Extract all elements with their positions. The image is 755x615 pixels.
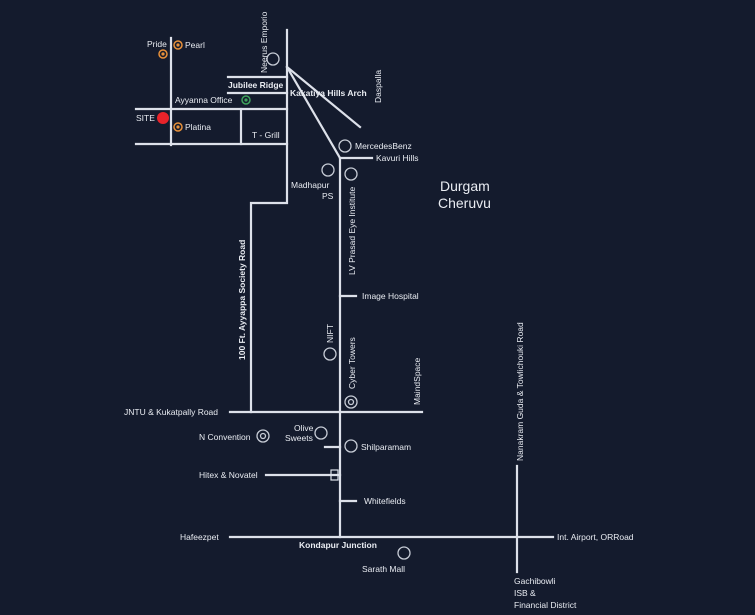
label-shilparamam: Shilparamam (361, 442, 411, 452)
label-daspalla: Daspalla (373, 70, 383, 103)
label-kakatiya-hills-arch: Kakatiya Hills Arch (290, 88, 367, 98)
landmark-neerus-emporio-icon (266, 52, 280, 66)
label-madhapur: Madhapur (291, 180, 329, 190)
label-maindspace: MaindSpace (412, 357, 422, 405)
map-labels: Pride Pearl Neerus Emporio Jubilee Ridge… (124, 11, 634, 610)
landmark-n-convention-inner-icon (259, 432, 267, 440)
label-financial-district: Financial District (514, 600, 577, 610)
landmark-circles (256, 52, 411, 560)
label-hafeezpet: Hafeezpet (180, 532, 219, 542)
label-durgam: Durgam (440, 178, 490, 194)
landmark-madhapur-ps-icon (321, 163, 335, 177)
label-kondapur-junction: Kondapur Junction (299, 540, 377, 550)
label-ayyanna-office: Ayyanna Office (175, 95, 233, 105)
landmark-mercedesbenz-icon (338, 139, 352, 153)
label-jntu-kukatpally-road: JNTU & Kukatpally Road (124, 407, 218, 417)
label-kavuri-hills: Kavuri Hills (376, 153, 419, 163)
label-site: SITE (136, 113, 155, 123)
landmark-cyber-towers-icon (344, 395, 358, 409)
label-mercedesbenz: MercedesBenz (355, 141, 412, 151)
label-jubilee-ridge: Jubilee Ridge (228, 80, 284, 90)
landmark-n-convention-icon (256, 429, 270, 443)
label-cheruvu: Cheruvu (438, 195, 491, 211)
colored-markers (157, 40, 251, 132)
landmark-sarath-mall-icon (397, 546, 411, 560)
label-hitex-novatel: Hitex & Novatel (199, 470, 258, 480)
label-n-convention: N Convention (199, 432, 251, 442)
site-marker-icon (157, 112, 169, 124)
label-madhapur-ps: PS (322, 191, 334, 201)
label-lv-prasad-eye-institute: LV Prasad Eye Institute (347, 187, 357, 275)
label-sarath-mall: Sarath Mall (362, 564, 405, 574)
landmark-nift-icon (323, 347, 337, 361)
label-olive: Olive (294, 423, 314, 433)
landmark-shilparamam-icon (344, 439, 358, 453)
roads (134, 28, 555, 574)
label-int-airport: Int. Airport, ORRoad (557, 532, 634, 542)
label-nanakramguda-road: Nanakram Guda & Towlichouki Road (515, 322, 525, 461)
label-whitefields: Whitefields (364, 496, 406, 506)
road-ayyappa-society (249, 28, 289, 414)
landmark-cyber-towers-inner-icon (347, 398, 355, 406)
label-cyber-towers: Cyber Towers (347, 337, 357, 389)
label-t-grill: T - Grill (252, 130, 280, 140)
label-pearl: Pearl (185, 40, 205, 50)
label-image-hospital: Image Hospital (362, 291, 419, 301)
label-nift: NIFT (325, 324, 335, 343)
landmark-olive-sweets-icon (314, 426, 328, 440)
road-daspalla (285, 65, 362, 129)
label-sweets: Sweets (285, 433, 313, 443)
label-ayyappa-society-road: 100 Ft. Ayyappa Society Road (237, 240, 247, 360)
label-pride: Pride (147, 39, 167, 49)
label-gachibowli: Gachibowli (514, 576, 556, 586)
road-to-mercedes (285, 65, 342, 160)
label-platina: Platina (185, 122, 211, 132)
label-isb: ISB & (514, 588, 536, 598)
hitex-crossing-marker (330, 469, 339, 481)
label-neerus-emporio: Neerus Emporio (259, 11, 269, 73)
landmark-lv-prasad-icon (344, 167, 358, 181)
